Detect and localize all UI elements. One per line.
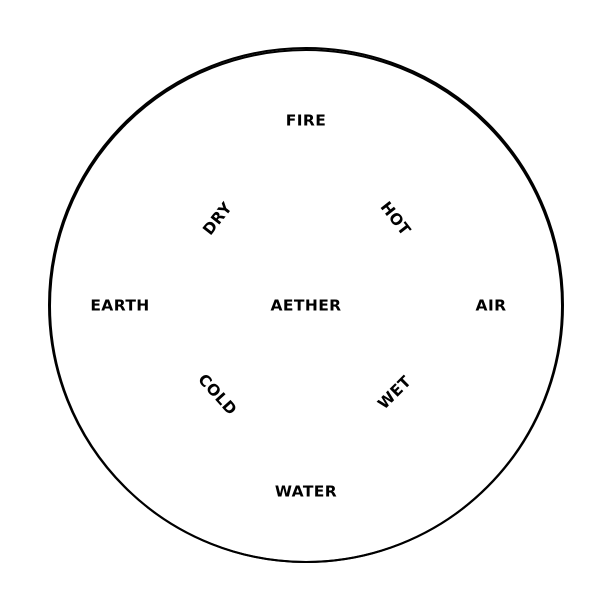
dry-label: DRY <box>199 199 236 239</box>
fire-label: FIRE <box>286 112 326 130</box>
air-label: AIR <box>476 297 507 315</box>
cold-label: COLD <box>194 370 240 418</box>
water-label: WATER <box>275 483 337 501</box>
hot-label: HOT <box>377 198 415 239</box>
earth-label: EARTH <box>90 297 149 315</box>
aether-label: AETHER <box>270 297 341 315</box>
wet-label: WET <box>374 372 415 413</box>
earth-air-lens <box>48 49 564 563</box>
